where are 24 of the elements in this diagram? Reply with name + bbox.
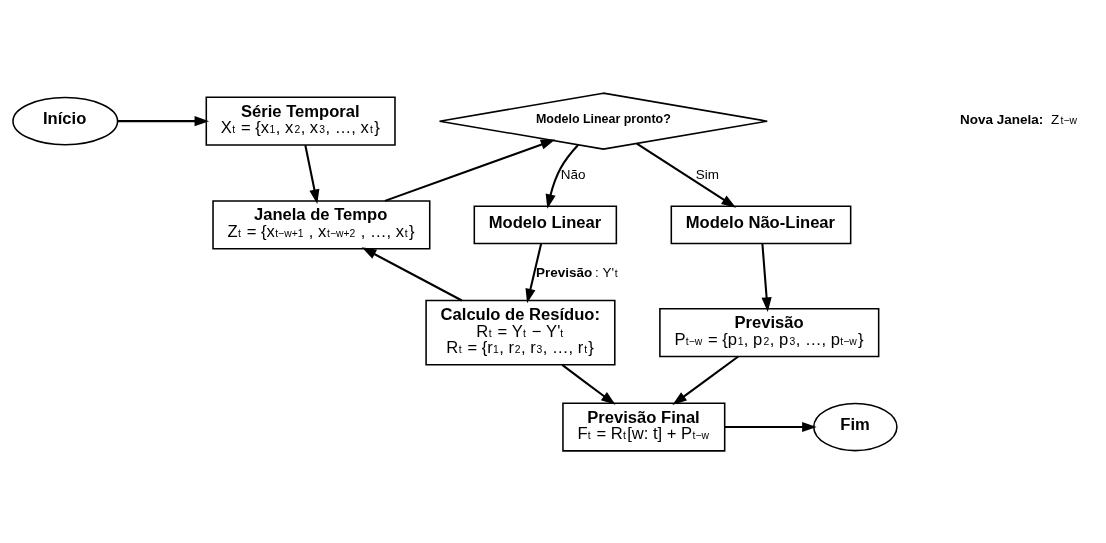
node-box: Modelo Linear [473,204,618,244]
arrow [636,142,737,208]
node-box: Previsão Final Ft = Rt[w: t] + Pt−w [562,401,726,452]
arrow [724,421,817,432]
label: Nova Janela: Zt−w [960,111,1078,127]
arrow [672,355,739,405]
arrow [761,243,772,312]
arrow [561,363,616,405]
node-box: Janela de Tempo Zt = {xt−w+1 , xt−w+2 , …, xt} [212,199,431,249]
arrow [384,139,556,202]
node-box: Modelo Não-Linear [670,204,852,244]
edge-label: Sim [695,166,719,182]
arrow [525,243,543,303]
edge-label: Não [560,166,586,182]
arrow [117,115,210,126]
node-box: Previsão Pt−w = {p1, p2, p3, …, pt−w} [659,307,880,357]
node-box: Série Temporal Xt = {x1, x2, x3, …, xt} [205,96,396,146]
node-ellipse: Fim [812,402,898,451]
edge-label: Previsão: Y't [536,264,618,280]
arrow [545,143,579,209]
arrow [361,246,463,301]
arrow [304,144,320,204]
node-ellipse: Início [12,96,119,145]
node-box: Calculo de Resíduo: Rt = Yt − Y't Rt = {r1, r2, r3, …, rt} [425,299,616,366]
